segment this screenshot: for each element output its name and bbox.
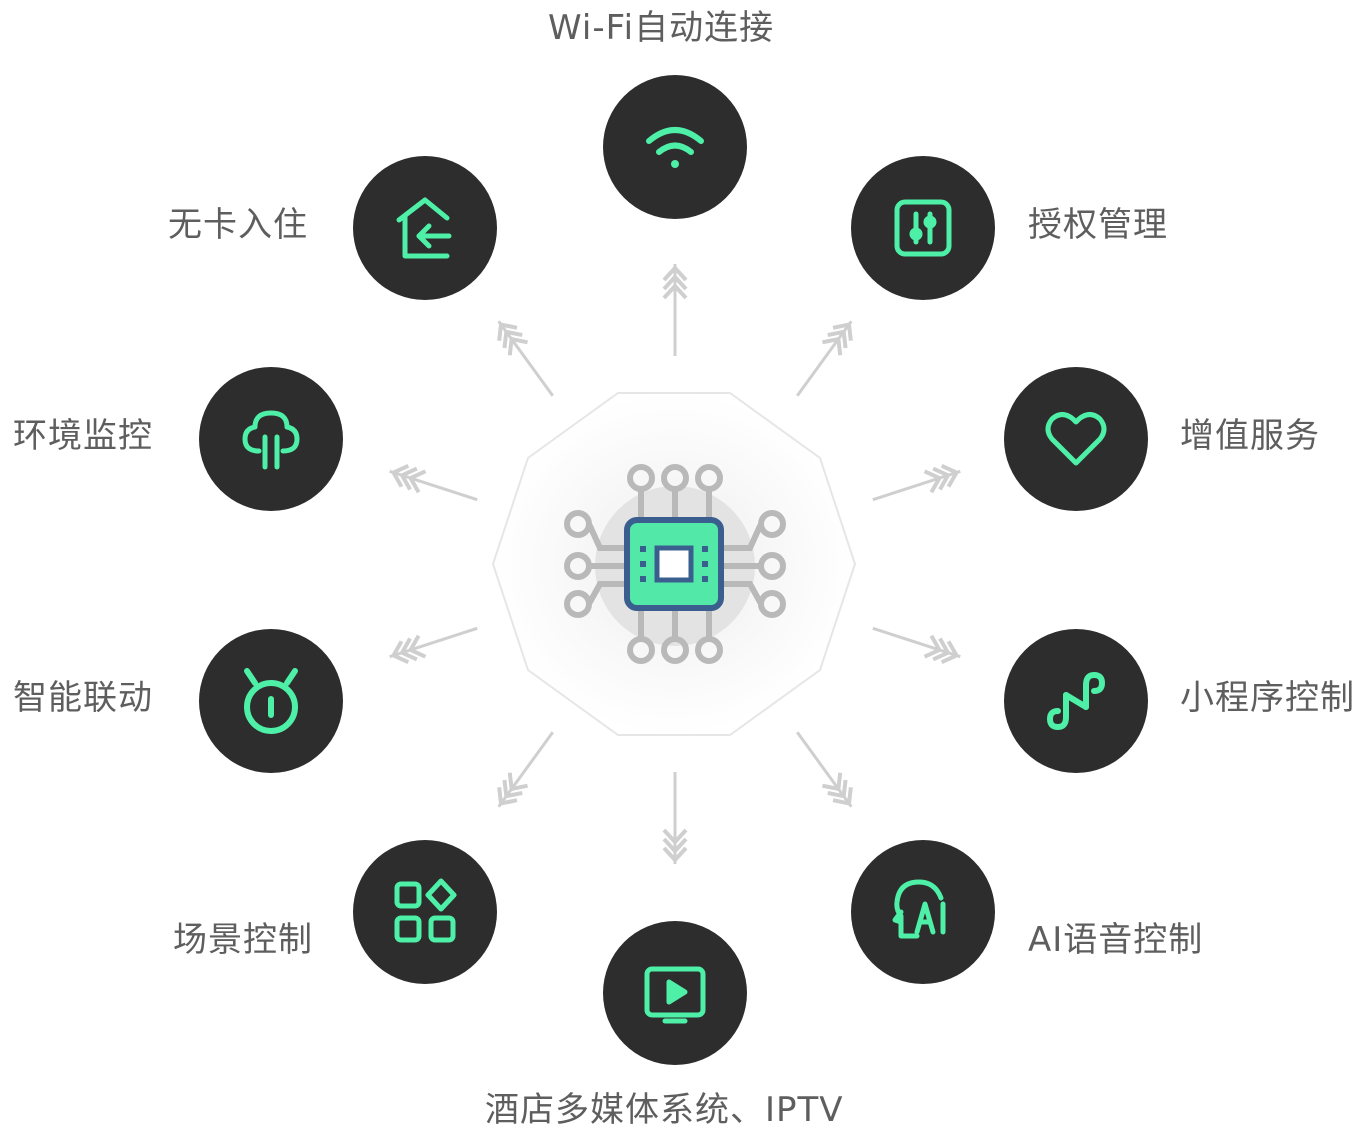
- checkin-node: [353, 156, 497, 300]
- arrow-group: [389, 264, 961, 864]
- arrow-checkin: [497, 320, 554, 397]
- heart-icon: [1045, 412, 1107, 466]
- linkage-label: 智能联动: [13, 678, 153, 718]
- miniapp-node: [1004, 629, 1148, 773]
- ai-node: [851, 840, 995, 984]
- arrow-env: [389, 463, 478, 502]
- checkin-label: 无卡入住: [168, 205, 308, 245]
- iptv-node: [603, 921, 747, 1065]
- scene-label: 场景控制: [173, 920, 313, 960]
- arrow-linkage: [389, 626, 478, 665]
- chip-icon: [564, 464, 786, 664]
- value-node: [1004, 367, 1148, 511]
- linkage-node: [199, 629, 343, 773]
- arrow-miniapp: [872, 626, 961, 665]
- env-label: 环境监控: [13, 416, 153, 456]
- arrow-wifi: [662, 264, 688, 356]
- link-s-icon: [1046, 671, 1106, 731]
- arrow-scene: [497, 731, 554, 808]
- iptv-label: 酒店多媒体系统、IPTV: [485, 1090, 844, 1130]
- ai-head-icon: [892, 879, 946, 939]
- wifi-label: Wi-Fi自动连接: [548, 8, 775, 48]
- arrow-iptv: [662, 772, 688, 864]
- value-label: 增值服务: [1180, 416, 1320, 456]
- arrow-ai: [796, 731, 853, 808]
- ai-label: AI语音控制: [1028, 920, 1204, 960]
- arrow-value: [872, 463, 961, 502]
- play-screen-icon: [644, 966, 706, 1024]
- grid-shapes-icon: [394, 878, 457, 943]
- arrow-auth: [796, 320, 853, 397]
- env-node: [199, 367, 343, 511]
- wifi-node: [603, 75, 747, 219]
- auth-label: 授权管理: [1028, 205, 1168, 245]
- miniapp-label: 小程序控制: [1180, 678, 1355, 718]
- tree-icon: [242, 410, 300, 470]
- auth-node: [851, 156, 995, 300]
- wifi-icon: [646, 127, 704, 168]
- timer-icon: [244, 668, 298, 734]
- sliders-icon: [894, 199, 952, 257]
- scene-node: [353, 840, 497, 984]
- home-enter-icon: [396, 197, 452, 259]
